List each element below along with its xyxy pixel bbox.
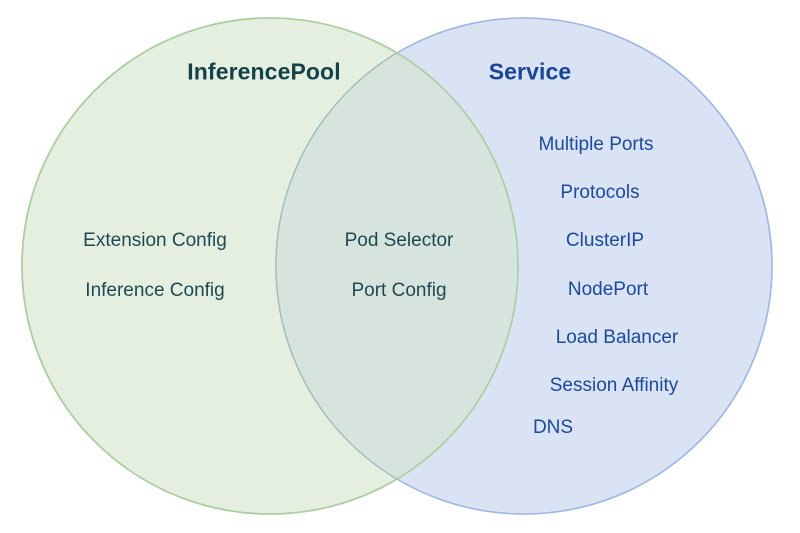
right-item-dns: DNS — [532, 417, 574, 438]
left-circle-outline — [21, 17, 519, 515]
intersection-region — [275, 18, 518, 514]
left-circle-title: InferencePool — [187, 58, 341, 85]
intersection-item-port-config: Port Config — [351, 280, 447, 301]
right-item-multiple-ports: Multiple Ports — [538, 134, 654, 155]
right-item-load-balancer: Load Balancer — [555, 327, 679, 348]
left-item-inference-config: Inference Config — [85, 280, 225, 301]
right-item-nodeport: NodePort — [567, 279, 649, 300]
right-circle-title: Service — [488, 58, 572, 85]
intersection-item-pod-selector: Pod Selector — [344, 230, 454, 251]
left-item-extension-config: Extension Config — [83, 230, 227, 251]
right-item-protocols: Protocols — [560, 182, 640, 203]
right-item-clusterip: ClusterIP — [565, 230, 645, 251]
right-item-session-affinity: Session Affinity — [549, 375, 679, 396]
